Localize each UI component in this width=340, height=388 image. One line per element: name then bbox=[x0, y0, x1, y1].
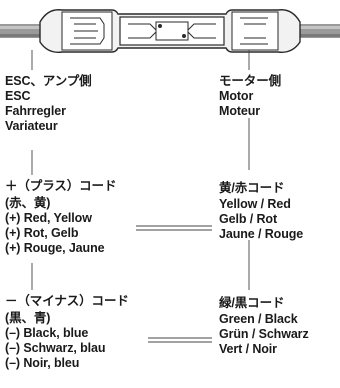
esc-side-labels: ESC、アンプ側 ESC Fahrregler Variateur bbox=[5, 74, 92, 134]
plus-cord-fr: (+) Rouge, Jaune bbox=[5, 241, 105, 255]
green-black-cord-en: Green / Black bbox=[219, 312, 298, 326]
plus-cord-jp-colors: (赤、黄) bbox=[5, 196, 51, 210]
motor-side-fr: Moteur bbox=[219, 104, 261, 118]
minus-cord-fr: (–) Noir, bleu bbox=[5, 356, 80, 370]
minus-cord-jp-colors: (黒、青) bbox=[5, 311, 51, 325]
connector-pins bbox=[70, 17, 268, 45]
leader-lines bbox=[31, 50, 250, 290]
esc-side-fr: Variateur bbox=[5, 119, 58, 133]
motor-cable bbox=[300, 24, 340, 38]
minus-cord-jp: －（マイナス）コード bbox=[5, 294, 129, 308]
minus-cord-en: (–) Black, blue bbox=[5, 326, 89, 340]
minus-cord-labels: －（マイナス）コード (黒、青) (–) Black, blue (–) Sch… bbox=[5, 294, 129, 371]
green-black-cord-de: Grün / Schwarz bbox=[219, 327, 309, 341]
esc-side-jp: ESC、アンプ側 bbox=[5, 74, 92, 88]
motor-side-labels: モーター側 Motor Moteur bbox=[219, 74, 281, 119]
yellow-red-cord-fr: Jaune / Rouge bbox=[219, 227, 304, 241]
motor-side-en: Motor bbox=[219, 89, 254, 103]
connection-lines bbox=[136, 225, 212, 343]
minus-cord-de: (–) Schwarz, blau bbox=[5, 341, 106, 355]
esc-side-de: Fahrregler bbox=[5, 104, 66, 118]
plus-cord-jp: ＋（プラス）コード bbox=[5, 179, 117, 193]
green-black-cord-jp: 緑/黒コード bbox=[219, 296, 285, 310]
yellow-red-cord-jp: 黄/赤コード bbox=[219, 181, 285, 195]
plus-cord-de: (+) Rot, Gelb bbox=[5, 226, 79, 240]
yellow-red-cord-de: Gelb / Rot bbox=[219, 212, 278, 226]
esc-side-en: ESC bbox=[5, 89, 31, 103]
yellow-red-cord-labels: 黄/赤コード Yellow / Red Gelb / Rot Jaune / R… bbox=[219, 181, 303, 242]
motor-side-jp: モーター側 bbox=[219, 74, 282, 88]
green-black-cord-fr: Vert / Noir bbox=[219, 342, 277, 356]
plus-cord-en: (+) Red, Yellow bbox=[5, 211, 92, 225]
plus-cord-labels: ＋（プラス）コード (赤、黄) (+) Red, Yellow (+) Rot,… bbox=[5, 179, 116, 256]
green-black-cord-labels: 緑/黒コード Green / Black Grün / Schwarz Vert… bbox=[219, 296, 309, 357]
yellow-red-cord-en: Yellow / Red bbox=[219, 197, 291, 211]
esc-cable bbox=[0, 24, 40, 38]
